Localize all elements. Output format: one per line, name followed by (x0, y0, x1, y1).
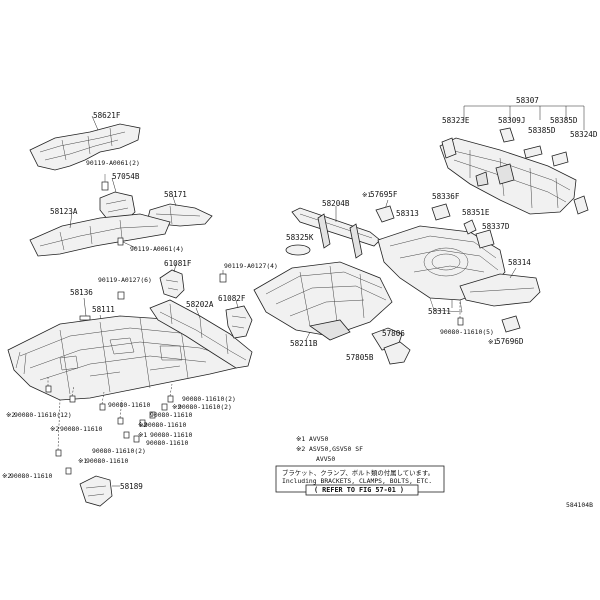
clip-58351E[interactable] (463, 219, 477, 235)
label-58336F: 58336F (432, 192, 460, 201)
bracket-61082F[interactable] (225, 305, 253, 339)
label-58202A: 58202A (186, 300, 214, 309)
refer-to-fig-text: ( REFER TO FIG 57-01 ) (314, 486, 404, 494)
note-line-1: ブラケット、クランプ、ボルト類の付属しています。 (282, 468, 434, 477)
label-57806: 57806 (382, 329, 405, 338)
center-floor-58211B[interactable] (253, 261, 393, 341)
label-58621F: 58621F (93, 111, 121, 120)
label-58189: 58189 (120, 482, 143, 491)
label-58211B: 58211B (290, 339, 318, 348)
label-90080-11610-5: 90080-11610(5) (440, 328, 494, 336)
label-57695F: 57695F (370, 190, 398, 199)
label-57805B: 57805B (346, 353, 374, 362)
label-90080-11610-h: 90080-11610 (10, 472, 52, 480)
label-61081F: 61081F (164, 259, 192, 268)
bolt-90080-11610-5[interactable] (457, 300, 464, 326)
bracket-58336F[interactable] (431, 203, 451, 221)
bracket-58323E[interactable] (441, 137, 457, 159)
mark-1-d: ※1 (488, 338, 497, 346)
bolt-90119-a0061-4[interactable] (117, 237, 137, 249)
bracket-61081F[interactable] (159, 269, 185, 299)
bracket-58309J-small[interactable] (499, 127, 515, 143)
label-58324D: 58324D (570, 130, 598, 139)
label-90080-11610-d: 90080-11610 (60, 425, 102, 433)
mark-2-d: ※2 (138, 421, 147, 429)
label-58123A: 58123A (50, 207, 78, 216)
plug-58325K[interactable] (285, 244, 311, 256)
rear-sill-58314[interactable] (459, 273, 541, 307)
insulator-58123A[interactable] (29, 213, 171, 257)
label-90080-11610-e: 90080-11610 (150, 431, 192, 439)
label-90119-a0127-6: 90119-A0127(6) (98, 276, 152, 284)
reinforcement-58385D[interactable] (523, 145, 569, 167)
insulator-58621F[interactable] (29, 123, 141, 171)
mark-1-b: ※1 (78, 457, 87, 465)
label-90080-11610-2c: 90080-11610(2) (92, 447, 146, 455)
refer-to-fig-link[interactable]: ( REFER TO FIG 57-01 ) (305, 484, 419, 496)
bracket-57695F[interactable] (375, 205, 395, 223)
label-58325K: 58325K (286, 233, 314, 242)
bolt-90119-a0061[interactable] (101, 174, 109, 191)
mark-2-b: ※2 (50, 425, 59, 433)
label-58309J: 58309J (498, 116, 525, 125)
bracket-57805B[interactable] (383, 341, 411, 365)
bracket-58337D[interactable] (475, 229, 495, 249)
fastener-column-front (45, 376, 174, 475)
label-90080-11610-b: 90080-11610 (150, 411, 192, 419)
label-90080-11610-a: 90080-11610 (108, 401, 150, 409)
label-90080-11610-f: 90080-11610 (146, 439, 188, 447)
legend-line-3: AVV50 (316, 455, 335, 463)
bracket-58189[interactable] (79, 475, 113, 507)
label-90080-11610-12: 90080-11610(12) (14, 411, 72, 419)
label-90080-11610-c: 90080-11610 (144, 421, 186, 429)
plug-58136[interactable] (79, 315, 91, 321)
label-57696D: 57696D (496, 337, 524, 346)
label-57054B: 57054B (112, 172, 140, 181)
label-58111: 58111 (92, 305, 115, 314)
mark-2-e: ※2 (2, 472, 11, 480)
figure-code: 584104B (566, 501, 593, 509)
bolt-90119-a0127-6[interactable] (117, 291, 125, 300)
label-58351E: 58351E (462, 208, 490, 217)
label-58307: 58307 (516, 96, 539, 105)
legend-line-1: ※1 AVV50 (296, 435, 328, 443)
bolt-90119-a0127-4[interactable] (219, 270, 227, 283)
legend-line-2: ※2 ASV50,GSV50 SF (296, 445, 363, 453)
label-58385D-a: 58385D (550, 116, 578, 125)
label-90080-11610-2b: 90080-11610(2) (178, 403, 232, 411)
mark-2-c: ※2 (172, 403, 181, 411)
label-58323E: 58323E (442, 116, 470, 125)
label-58313: 58313 (396, 209, 419, 218)
label-90119-a0061-2: 90119-A0061(2) (86, 159, 140, 167)
rear-floor-pan-58311[interactable] (377, 225, 506, 313)
label-90119-a0127-4: 90119-A0127(4) (224, 262, 278, 270)
label-58311: 58311 (428, 307, 451, 316)
label-58136: 58136 (70, 288, 93, 297)
bracket-57696D[interactable] (501, 315, 521, 333)
side-member-58202A[interactable] (149, 299, 253, 369)
mark-2-a: ※2 (6, 411, 15, 419)
note-line-2: Including BRACKETS, CLAMPS, BOLTS, ETC. (282, 477, 432, 485)
label-61082F: 61082F (218, 294, 246, 303)
label-90080-11610-2a: 90080-11610(2) (182, 395, 236, 403)
mark-1-a: ※1 (138, 431, 147, 439)
label-90119-a0061-4: 90119-A0061(4) (130, 245, 184, 253)
label-58385D-b: 58385D (528, 126, 556, 135)
mark-1-c: ※1 (362, 191, 371, 199)
label-58314: 58314 (508, 258, 531, 267)
label-90080-11610-g: 90080-11610 (86, 457, 128, 465)
crossmember-58204B[interactable] (291, 207, 381, 259)
label-58204B: 58204B (322, 199, 350, 208)
label-58171: 58171 (164, 190, 187, 199)
bracket-58324D[interactable] (573, 195, 589, 215)
label-58337D: 58337D (482, 222, 510, 231)
rear-crossmember-58309J[interactable] (439, 137, 577, 215)
